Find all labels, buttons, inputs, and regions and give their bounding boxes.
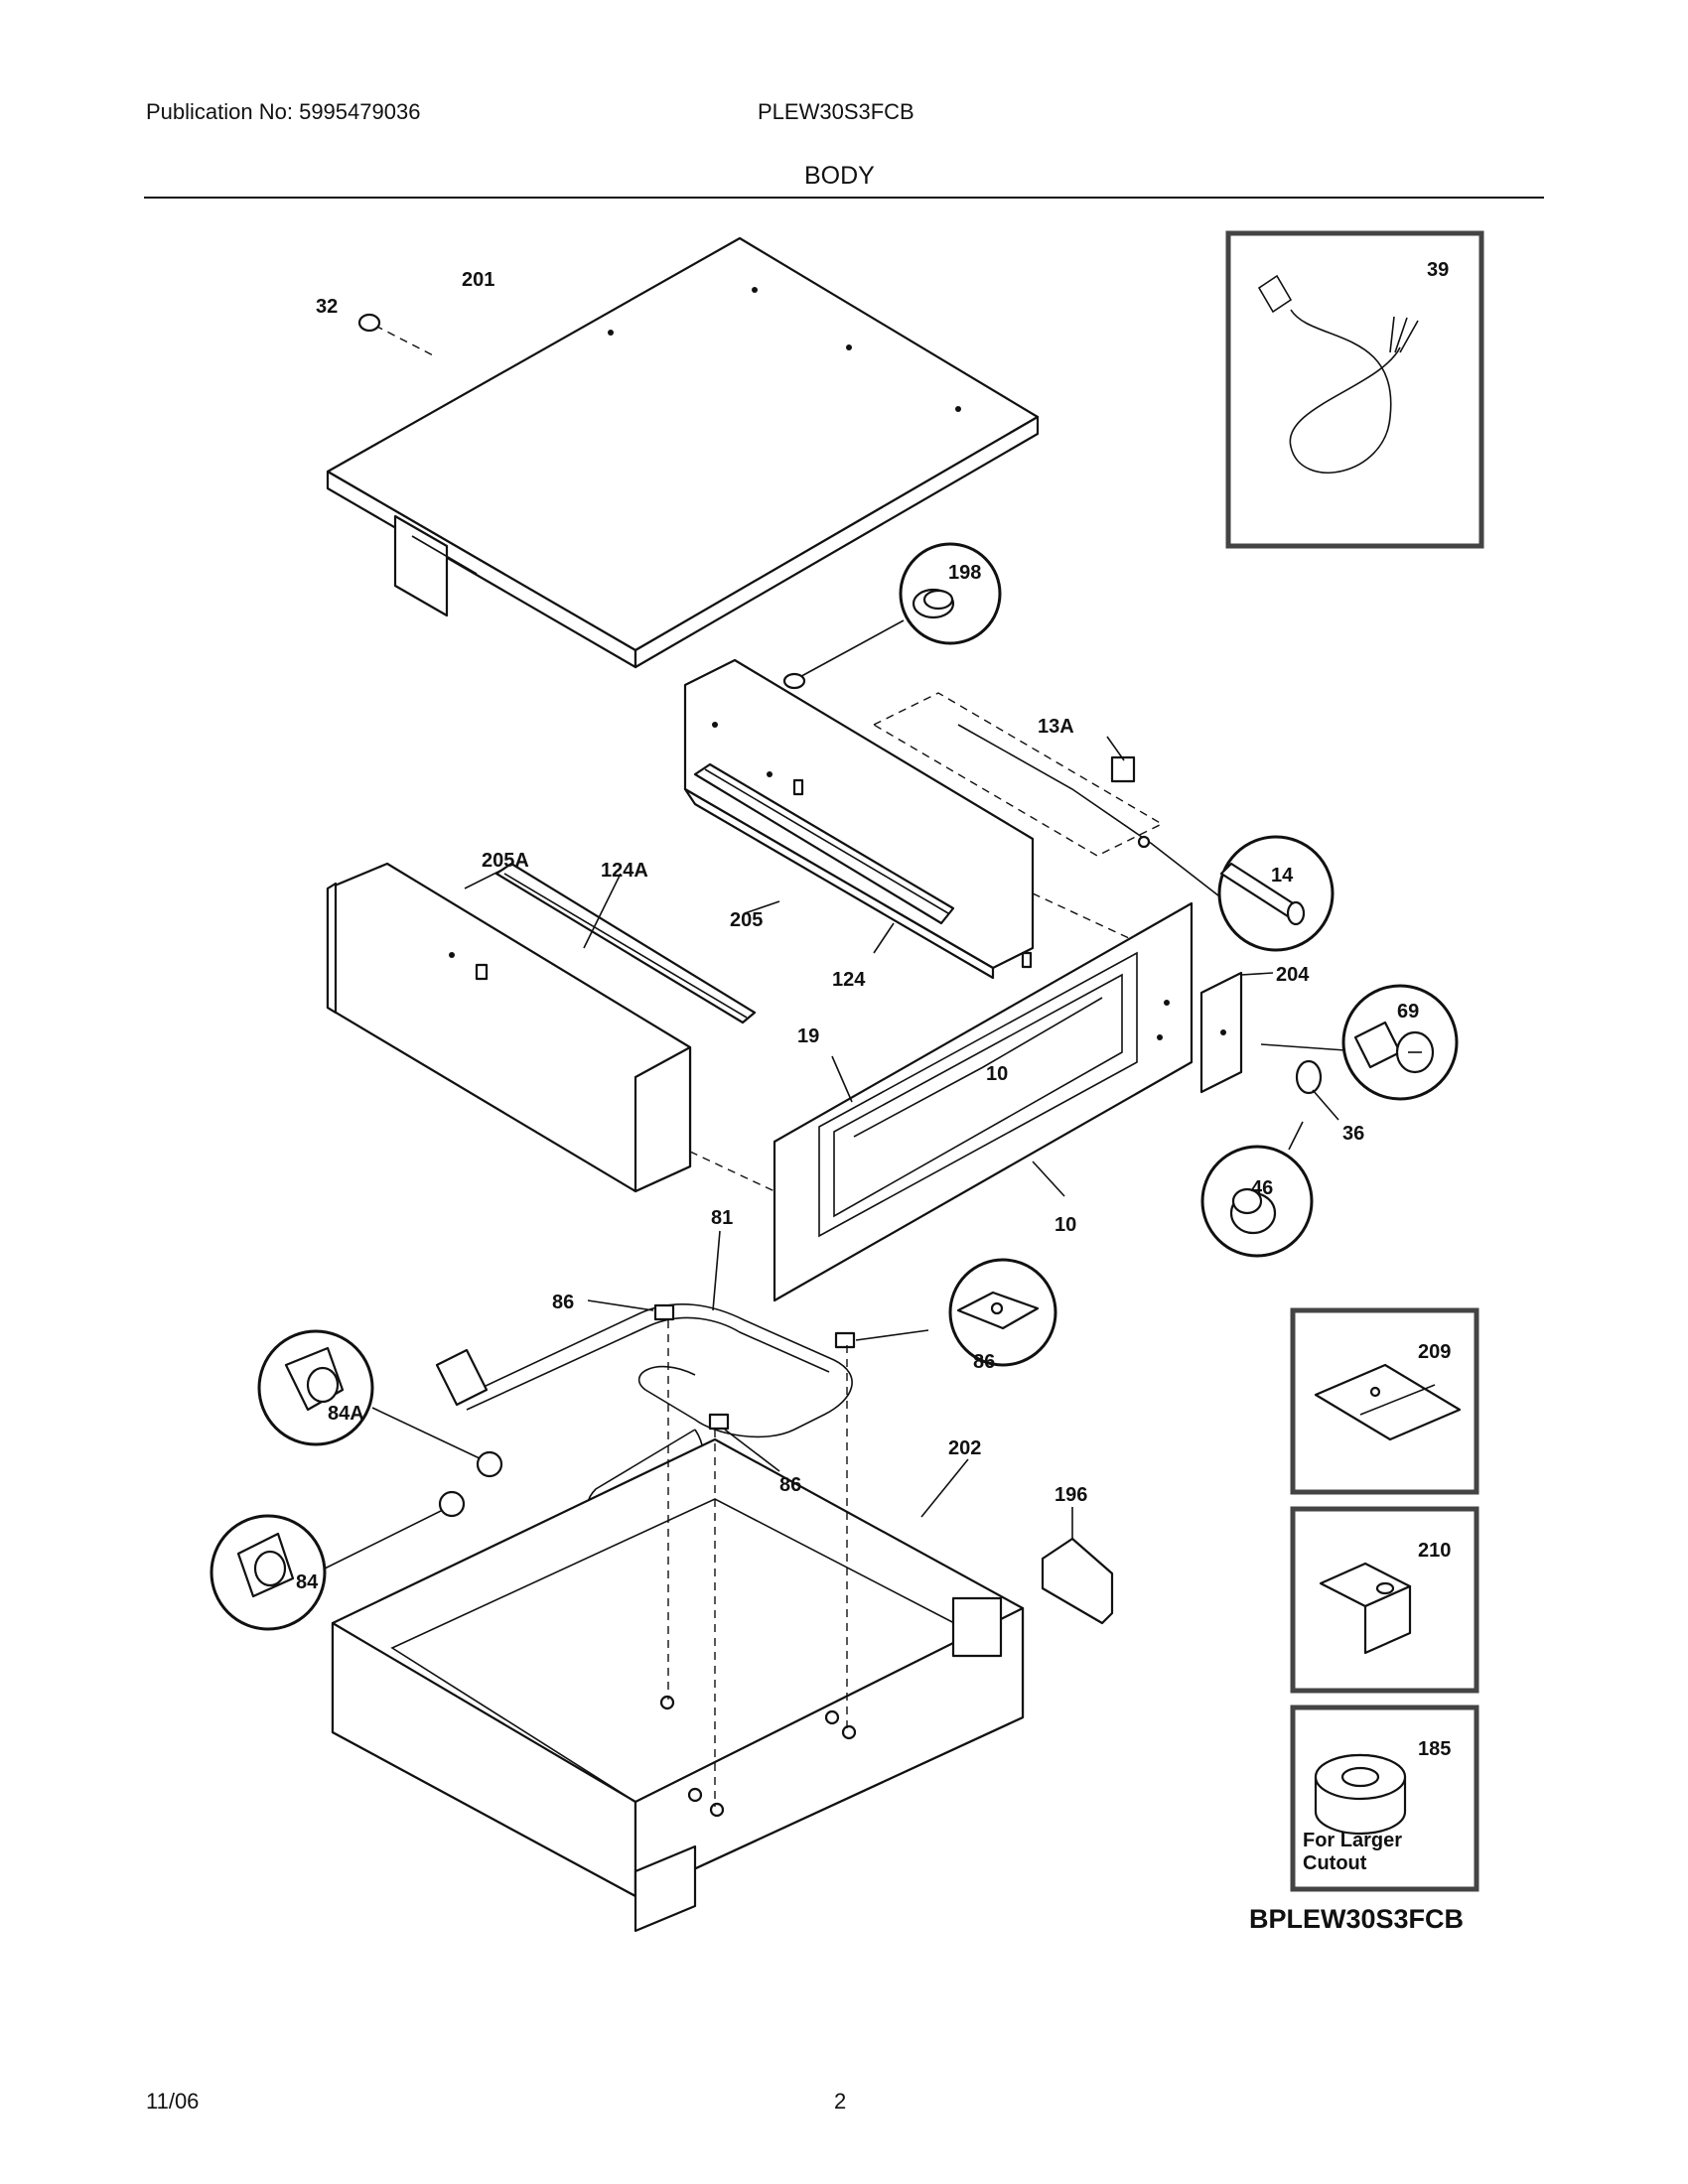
- cover-plate-part-196: [1041, 1537, 1114, 1625]
- part-label-39: 39: [1427, 259, 1449, 281]
- part-label-185: 185: [1418, 1738, 1451, 1760]
- thermostat-small-84A: [476, 1450, 503, 1478]
- power-cord-part-39: [1257, 274, 1419, 474]
- part-label-124A: 124A: [601, 860, 648, 882]
- part-label-209: 209: [1418, 1341, 1451, 1363]
- power-cord-box: [1225, 230, 1484, 549]
- part-label-124: 124: [832, 969, 866, 991]
- leader-205: [744, 900, 780, 914]
- part-label-210: 210: [1418, 1540, 1451, 1562]
- leader-46: [1288, 1121, 1304, 1151]
- leader-10b: [1032, 1160, 1065, 1197]
- leader-84: [324, 1508, 446, 1570]
- side-panel-part-205A: [326, 862, 692, 1193]
- page-number: 2: [834, 2089, 847, 2114]
- part-label-201: 201: [462, 269, 494, 291]
- knob-part-36: [1295, 1059, 1323, 1095]
- part-label-13A: 13A: [1038, 716, 1074, 738]
- footer-date: 11/06: [146, 2089, 200, 2114]
- part-label-205A: 205A: [482, 850, 529, 872]
- part-label-84: 84: [296, 1571, 319, 1593]
- leader-205A: [464, 868, 505, 889]
- leader-86b: [855, 1329, 929, 1341]
- screw-part-32: [357, 313, 381, 333]
- leader-84A: [371, 1407, 483, 1460]
- clip-part-86-c: [708, 1413, 730, 1431]
- bracket-part-204: [1199, 971, 1243, 1094]
- section-title: BODY: [804, 162, 875, 190]
- bracket-part-210: [1319, 1562, 1412, 1655]
- rear-housing-part-205: [683, 658, 1035, 980]
- thermostat-part-84: [236, 1532, 295, 1598]
- part-label-86-c: 86: [779, 1474, 801, 1496]
- leader-36: [1312, 1089, 1339, 1121]
- clip-detail-86: [956, 1291, 1040, 1330]
- leader-86a: [587, 1299, 654, 1311]
- part-label-10-b: 10: [1055, 1214, 1076, 1236]
- note-185-line1: For Larger: [1303, 1830, 1402, 1851]
- part-label-10-a: 10: [986, 1063, 1008, 1085]
- part-label-69: 69: [1397, 1001, 1419, 1023]
- base-box-part-202: [331, 1437, 1025, 1933]
- part-label-46: 46: [1251, 1177, 1273, 1199]
- clip-part-86-a: [653, 1303, 675, 1321]
- part-label-204: 204: [1276, 964, 1310, 986]
- part-label-81: 81: [711, 1207, 733, 1229]
- leader-198: [793, 619, 905, 681]
- button-part-46: [1229, 1187, 1277, 1235]
- leader-204: [1240, 972, 1274, 976]
- part-label-86-a: 86: [552, 1292, 574, 1313]
- grommet-part-185: [1314, 1753, 1407, 1836]
- part-label-14: 14: [1271, 865, 1294, 887]
- leader-side-panel: [689, 1151, 775, 1192]
- plate-part-209: [1314, 1363, 1462, 1441]
- leader-19: [831, 1055, 853, 1103]
- thermostat-part-84A: [284, 1346, 345, 1412]
- leader-86c: [724, 1429, 780, 1472]
- part-label-196: 196: [1055, 1484, 1087, 1506]
- publication-number: Publication No: 5995479036: [146, 99, 421, 124]
- part-label-198: 198: [948, 562, 981, 584]
- leader-124A: [583, 873, 622, 949]
- part-label-32: 32: [316, 296, 338, 318]
- header-rule: [144, 197, 1544, 199]
- model-number: PLEW30S3FCB: [758, 99, 914, 124]
- thermostat-small-84: [438, 1490, 466, 1518]
- note-185-line2: Cutout: [1303, 1852, 1367, 1874]
- part-label-36: 36: [1342, 1123, 1364, 1145]
- part-label-19: 19: [797, 1025, 819, 1047]
- bracket-part-124A: [494, 862, 757, 1024]
- wire-harness-part-13A: [872, 692, 1242, 914]
- leader-32: [374, 325, 438, 358]
- screw-part-69: [1353, 1021, 1435, 1074]
- leader-13A: [1106, 736, 1125, 761]
- grommet-small: [782, 672, 806, 690]
- sensor-part-14: [1219, 862, 1306, 926]
- leader-81: [712, 1230, 721, 1311]
- leader-69: [1260, 1043, 1346, 1051]
- part-label-84A: 84A: [328, 1403, 364, 1425]
- front-panel-part-19: [773, 901, 1194, 1302]
- part-label-205: 205: [730, 909, 763, 931]
- clip-part-86-b: [834, 1331, 856, 1349]
- part-label-202: 202: [948, 1437, 981, 1459]
- diagram-id: BPLEW30S3FCB: [1249, 1904, 1464, 1934]
- top-panel-part-201: [326, 236, 1040, 669]
- grommet-part-198: [912, 588, 955, 619]
- leader-124: [873, 922, 895, 954]
- leader-202: [920, 1458, 969, 1518]
- part-label-86-b: 86: [973, 1351, 995, 1373]
